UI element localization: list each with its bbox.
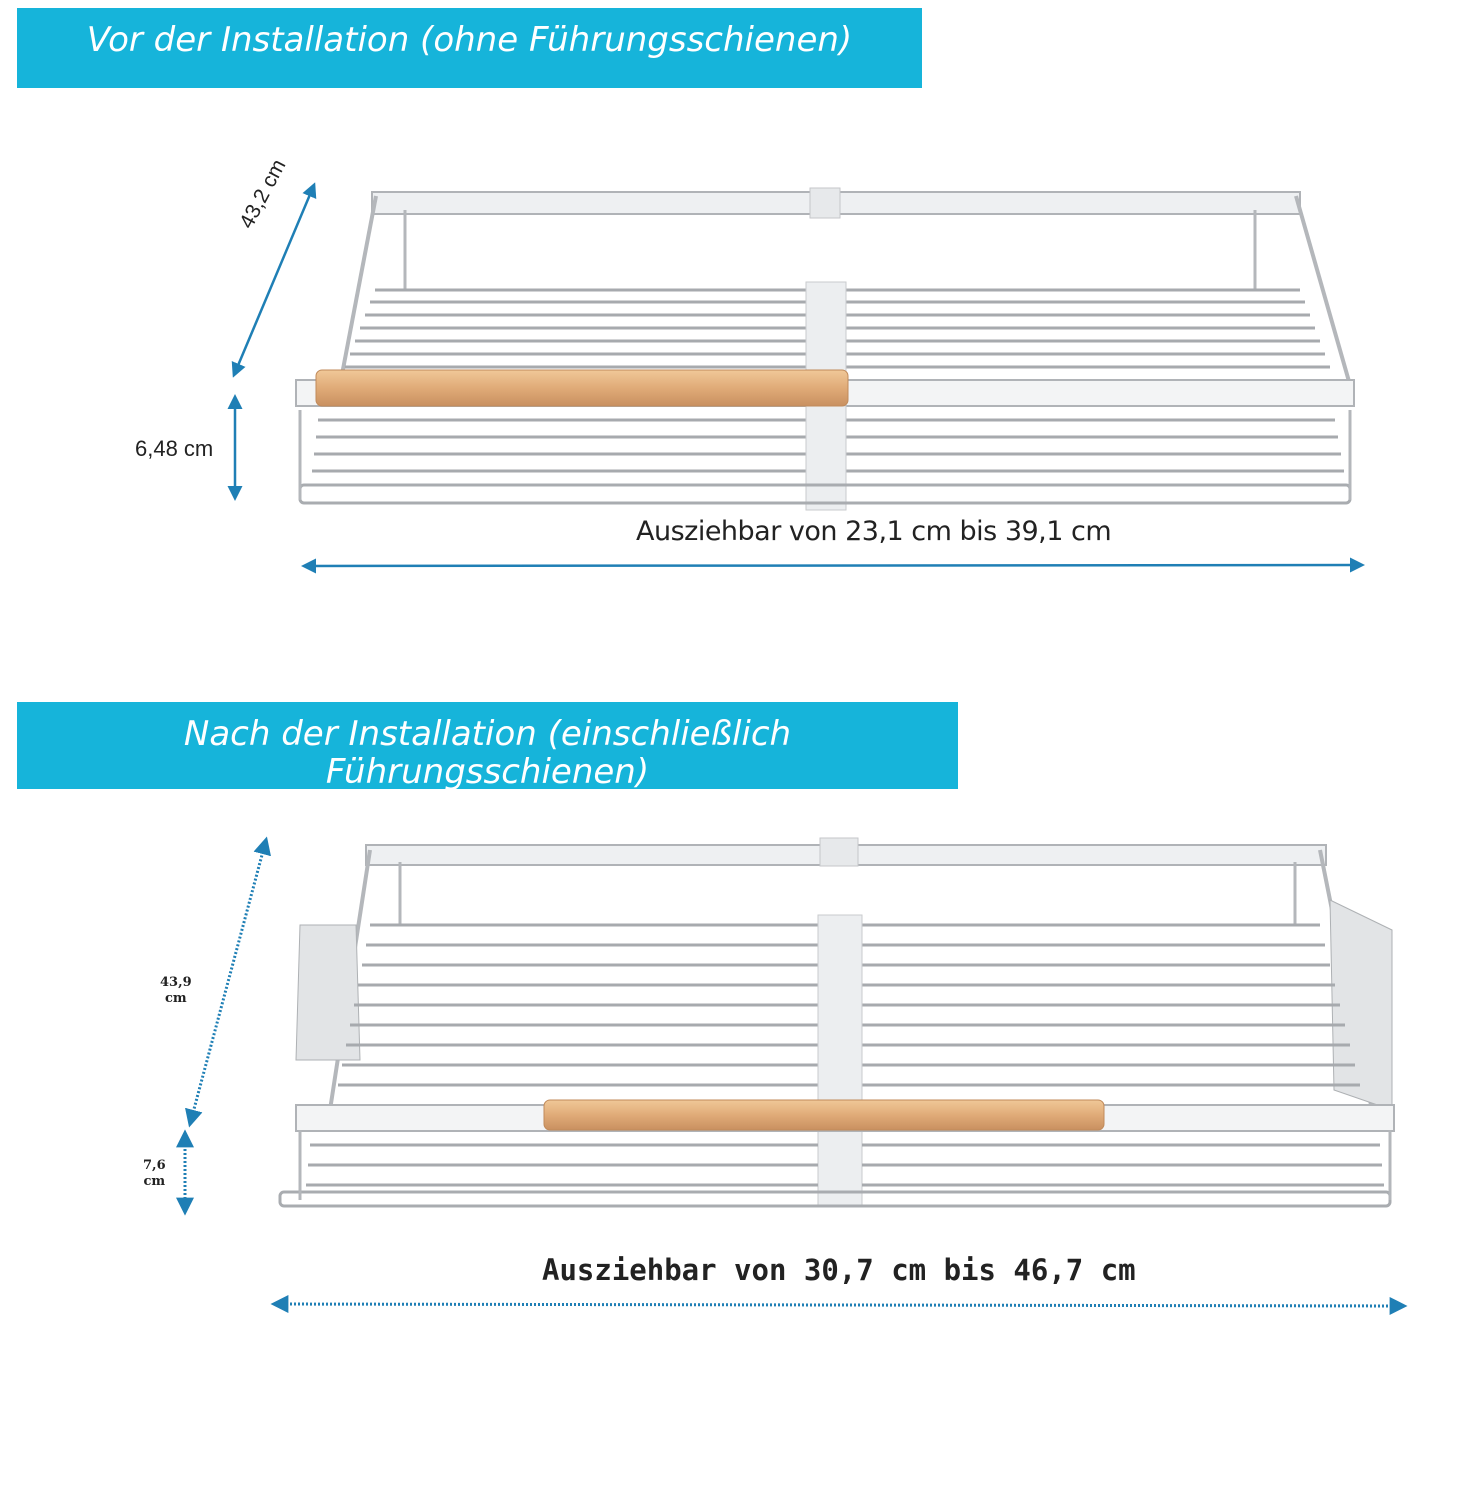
section-title-before: Vor der Installation (ohne Führungsschie… (17, 8, 922, 88)
section-title-after-line2: Führungsschienen) (325, 752, 650, 789)
section-title-before-text: Vor der Installation (ohne Führungsschie… (86, 20, 853, 60)
height-label-after-unit: cm (143, 1174, 166, 1189)
dimension-arrows-before (227, 182, 1365, 574)
depth-label-after-value: 43,9 (160, 975, 192, 990)
width-caption-after: Ausziehbar von 30,7 cm bis 46,7 cm (542, 1253, 1136, 1287)
width-caption-before: Ausziehbar von 23,1 cm bis 39,1 cm (636, 516, 1112, 547)
height-label-after: 7,6 cm (143, 1158, 166, 1190)
dimension-arrows-after (176, 836, 1408, 1315)
depth-label-after-unit: cm (165, 991, 187, 1006)
drawer-before-illustration (295, 187, 1355, 511)
height-label-after-value: 7,6 (143, 1158, 166, 1173)
section-title-after: Nach der Installation (einschließlich Fü… (17, 702, 958, 789)
depth-label-after: 43,9 cm (160, 975, 192, 1007)
drawer-after-illustration (278, 837, 1395, 1208)
height-label-before: 6,48 cm (135, 436, 214, 461)
section-title-after-line1: Nach der Installation (einschließlich (183, 714, 792, 754)
